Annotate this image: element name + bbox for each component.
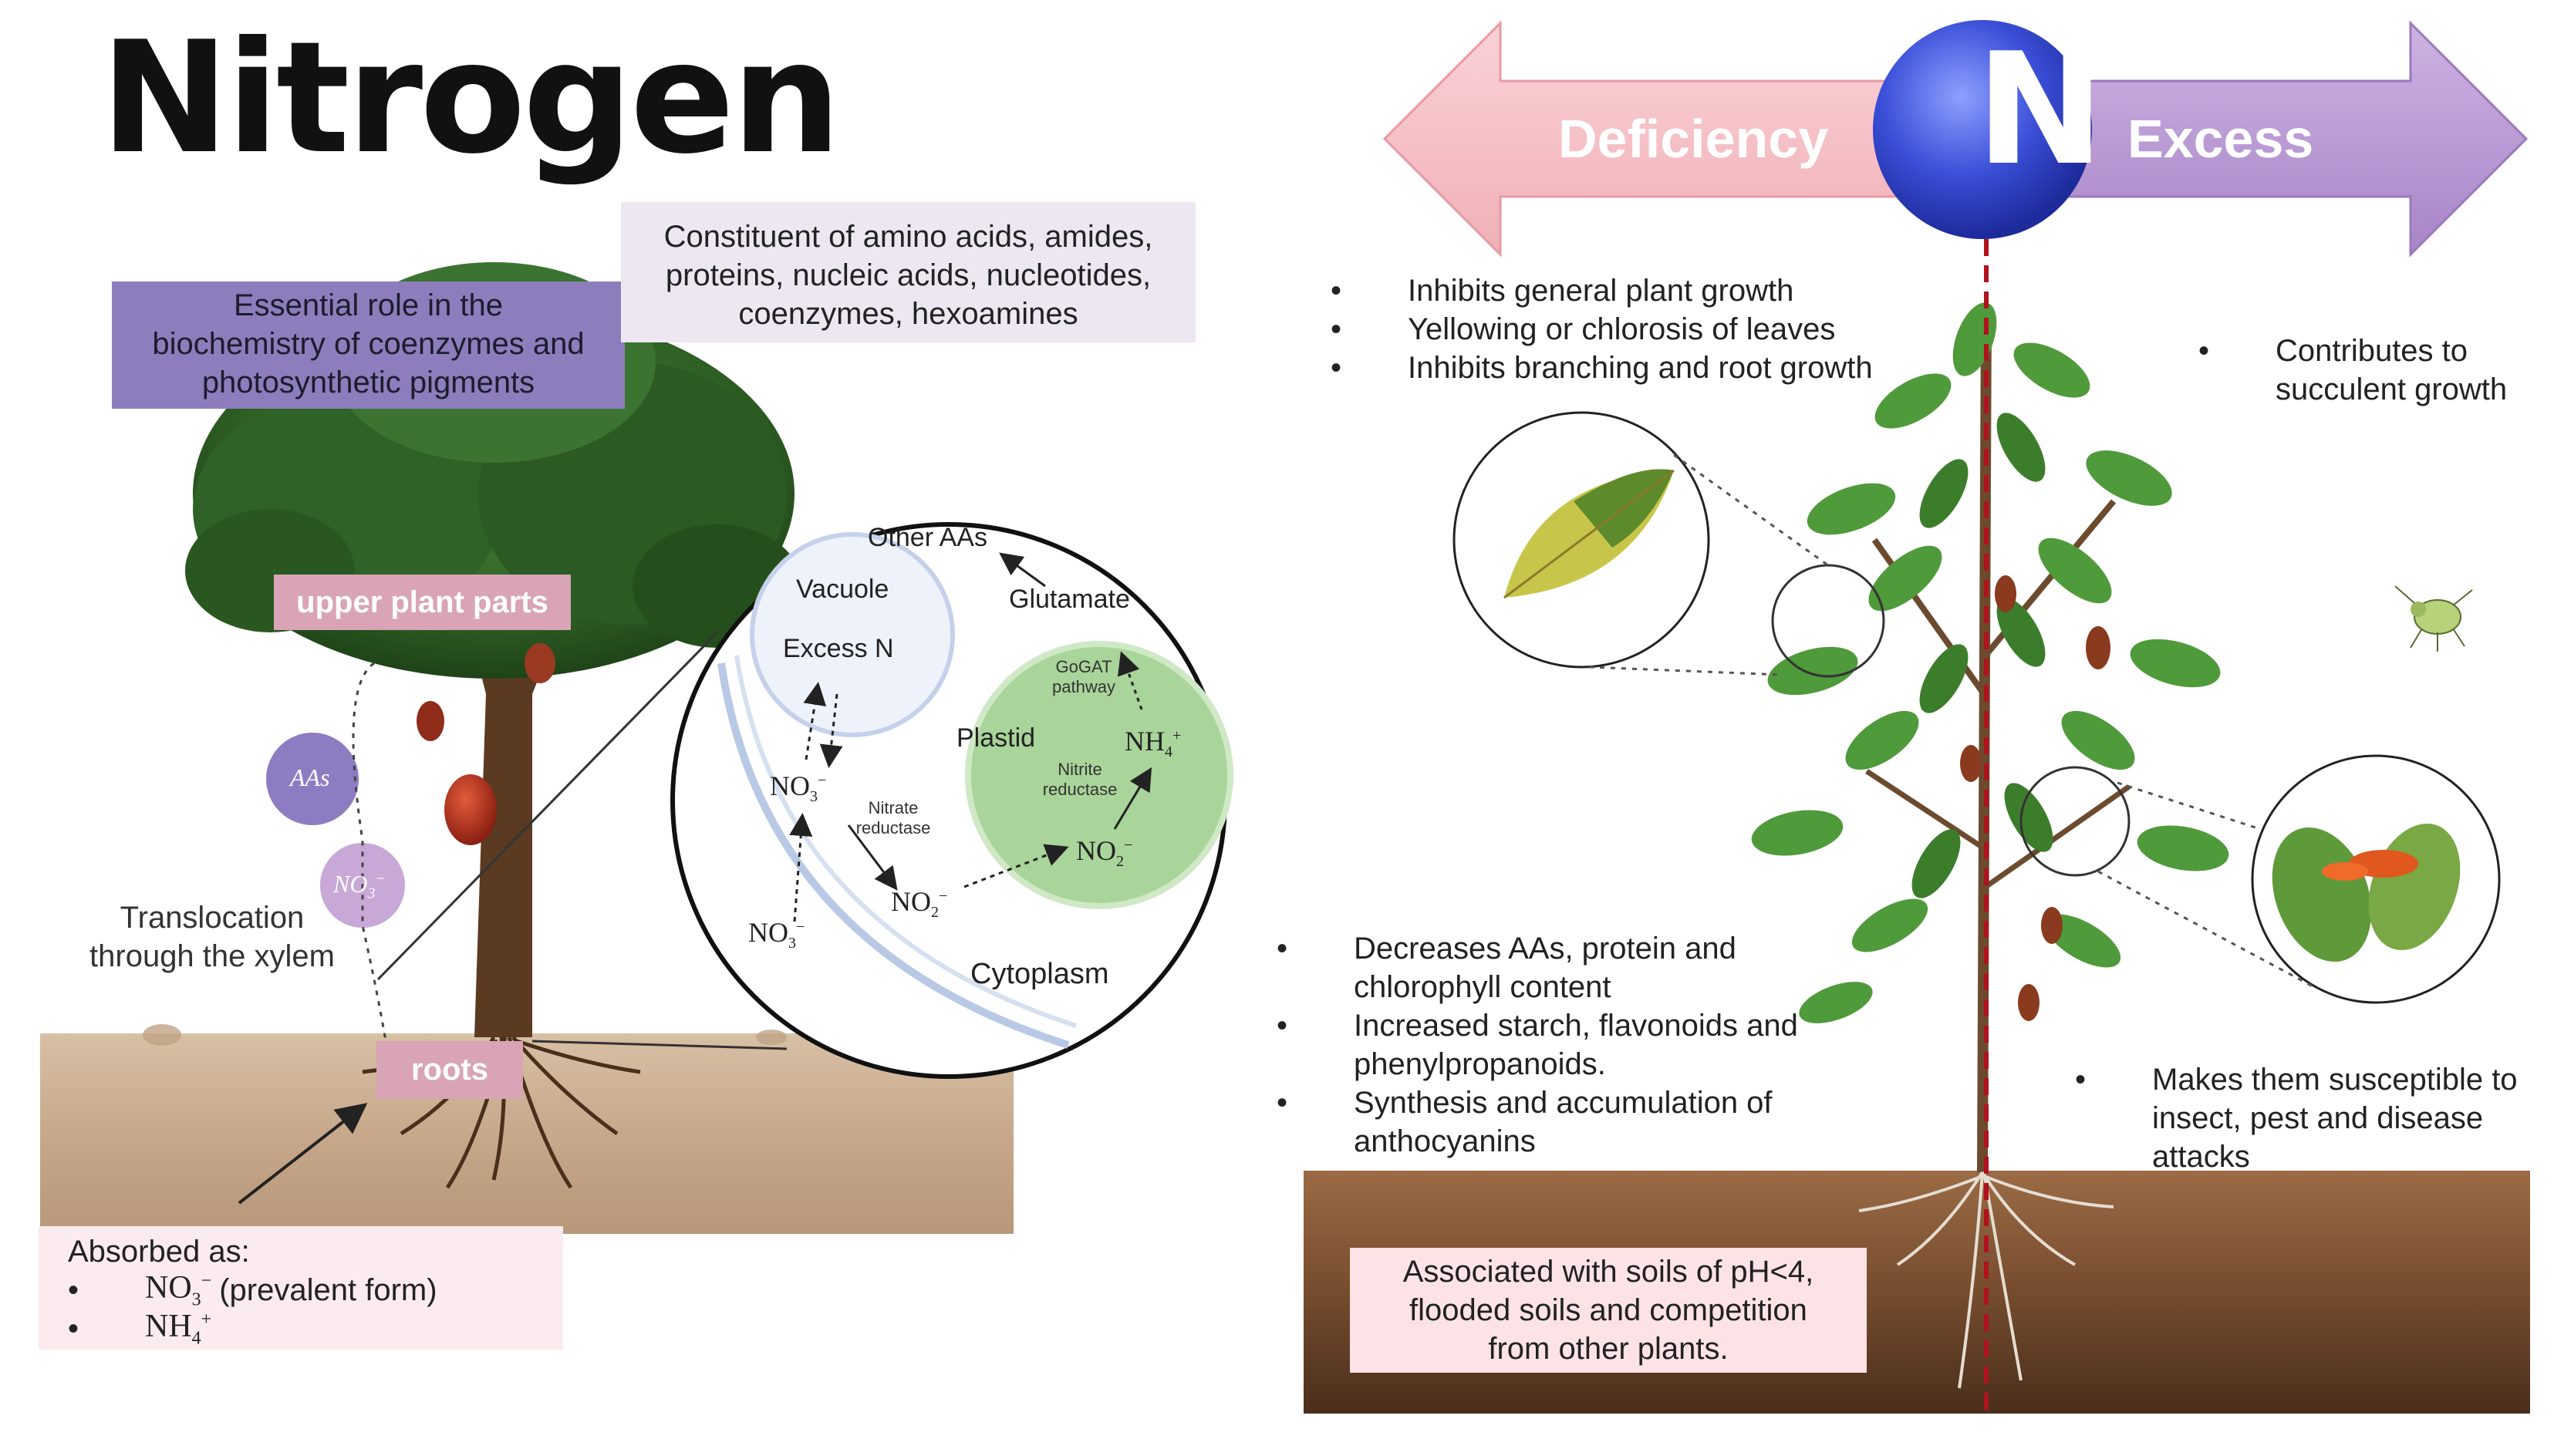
list-item-line: anthocyanins xyxy=(1354,1124,1536,1158)
nitrite-reductase-label: Nitrite reductase xyxy=(1034,760,1126,800)
soil-conditions-box: Associated with soils of pH<4, flooded s… xyxy=(1350,1248,1867,1373)
aphid-icon xyxy=(2394,585,2473,652)
absorbed-chem: NH xyxy=(145,1309,192,1345)
soil-left xyxy=(40,1033,1014,1234)
plastid xyxy=(965,641,1233,909)
list-item-line: Increased starch, flavonoids and xyxy=(1354,1009,1798,1043)
list-item-line: Makes them susceptible to xyxy=(2152,1063,2518,1097)
other-aas-label: Other AAs xyxy=(868,523,987,552)
list-item: Contributes to succulent growth xyxy=(2198,332,2507,409)
translocation-line: through the xylem xyxy=(89,939,335,973)
deficiency-biochem-list: Decreases AAs, protein and chlorophyll c… xyxy=(1277,929,1798,1161)
absorbed-item: • NH4+ xyxy=(68,1309,212,1349)
list-item: Synthesis and accumulation of anthocyani… xyxy=(1277,1084,1798,1161)
no2-plastid-label: NO2− xyxy=(1076,835,1133,871)
list-item-line: Synthesis and accumulation of xyxy=(1354,1086,1773,1120)
absorbed-note: (prevalent form) xyxy=(219,1272,437,1307)
no3-circle-label: NO3− xyxy=(333,870,386,902)
coenzyme-role-line: biochemistry of coenzymes and xyxy=(152,327,585,361)
list-item: Inhibits branching and root growth xyxy=(1331,349,1873,387)
roots-label: roots xyxy=(376,1041,523,1099)
page-title: Nitrogen xyxy=(100,8,842,188)
cytoplasm-label: Cytoplasm xyxy=(970,958,1109,990)
list-item: Decreases AAs, protein and chlorophyll c… xyxy=(1277,929,1798,1006)
absorbed-item: • NO3− (prevalent form) xyxy=(68,1270,437,1310)
no3-outside-label: NO3− xyxy=(748,917,805,952)
cacao-pod xyxy=(444,774,497,845)
list-item-line: phenylpropanoids. xyxy=(1354,1047,1606,1081)
plastid-label: Plastid xyxy=(956,723,1036,753)
nitrate-reductase-label: Nitrate reductase xyxy=(847,798,940,838)
list-item-line: Decreases AAs, protein and xyxy=(1354,932,1736,966)
upper-plant-parts-label: upper plant parts xyxy=(274,575,571,630)
cacao-plant xyxy=(1751,302,2229,1173)
constituent-line: Constituent of amino acids, amides, xyxy=(663,220,1153,254)
constituent-line: proteins, nucleic acids, nucleotides, xyxy=(665,258,1152,292)
gogat-line: pathway xyxy=(1052,677,1115,696)
vacuole-label: Vacuole xyxy=(796,575,889,604)
excess-label: Excess xyxy=(2127,109,2314,169)
nitrogen-symbol: N xyxy=(1975,20,2105,200)
constituent-box: Constituent of amino acids, amides, prot… xyxy=(621,202,1196,342)
translocation-label: Translocation through the xylem xyxy=(73,898,351,976)
nitrate-reductase-line: Nitrate xyxy=(868,798,919,817)
coenzyme-role-line: photosynthetic pigments xyxy=(201,366,535,399)
coenzyme-role-line: Essential role in the xyxy=(233,288,504,322)
list-item-line: succulent growth xyxy=(2276,372,2508,406)
nitrite-reductase-line: Nitrite xyxy=(1058,760,1102,779)
glutamate-label: Glutamate xyxy=(1009,585,1130,614)
gogat-label: GoGAT pathway xyxy=(1041,657,1126,697)
n-circle xyxy=(1873,20,2092,239)
excess-pest-list: Makes them susceptible to insect, pest a… xyxy=(2075,1060,2518,1176)
no2-cytoplasm-label: NO2− xyxy=(891,886,948,922)
tree-trunk xyxy=(463,602,563,1037)
list-item: Yellowing or chlorosis of leaves xyxy=(1331,310,1873,349)
deficiency-effects-list: Inhibits general plant growth Yellowing … xyxy=(1331,271,1873,387)
list-item: Inhibits general plant growth xyxy=(1331,271,1873,310)
translocation-line: Translocation xyxy=(120,901,305,935)
list-item-line: attacks xyxy=(2152,1140,2250,1174)
list-item: Makes them susceptible to insect, pest a… xyxy=(2075,1060,2518,1176)
list-item-line: insect, pest and disease xyxy=(2152,1101,2484,1135)
excess-effects-list: Contributes to succulent growth xyxy=(2198,332,2507,409)
aas-circle-label: AAs xyxy=(290,763,330,791)
no3-cell-label: NO3− xyxy=(770,770,827,806)
list-item-line: chlorophyll content xyxy=(1354,970,1611,1004)
absorbed-title: Absorbed as: xyxy=(68,1234,250,1269)
nitrite-reductase-line: reductase xyxy=(1042,780,1118,799)
vacuole xyxy=(750,532,955,737)
excess-n-label: Excess N xyxy=(783,634,894,663)
nitrate-reductase-line: reductase xyxy=(855,818,931,838)
nh4-label: NH4+ xyxy=(1125,726,1182,761)
gogat-line: GoGAT xyxy=(1055,657,1112,676)
aas-circle xyxy=(266,733,359,825)
list-item: Increased starch, flavonoids and phenylp… xyxy=(1277,1006,1798,1084)
soil-conditions-line: from other plants. xyxy=(1488,1332,1729,1366)
coenzyme-role-box: Essential role in the biochemistry of co… xyxy=(112,281,625,409)
list-item-line: Contributes to xyxy=(2276,334,2468,368)
plant-roots xyxy=(1858,1171,2114,1389)
soil-conditions-line: Associated with soils of pH<4, xyxy=(1402,1255,1814,1289)
absorbed-box: Absorbed as: • NO3− (prevalent form) • N… xyxy=(39,1226,563,1350)
soil-conditions-line: flooded soils and competition xyxy=(1409,1293,1807,1327)
constituent-line: coenzymes, hexoamines xyxy=(738,297,1078,331)
deficiency-label: Deficiency xyxy=(1558,109,1829,169)
absorbed-chem: NO xyxy=(145,1270,192,1306)
